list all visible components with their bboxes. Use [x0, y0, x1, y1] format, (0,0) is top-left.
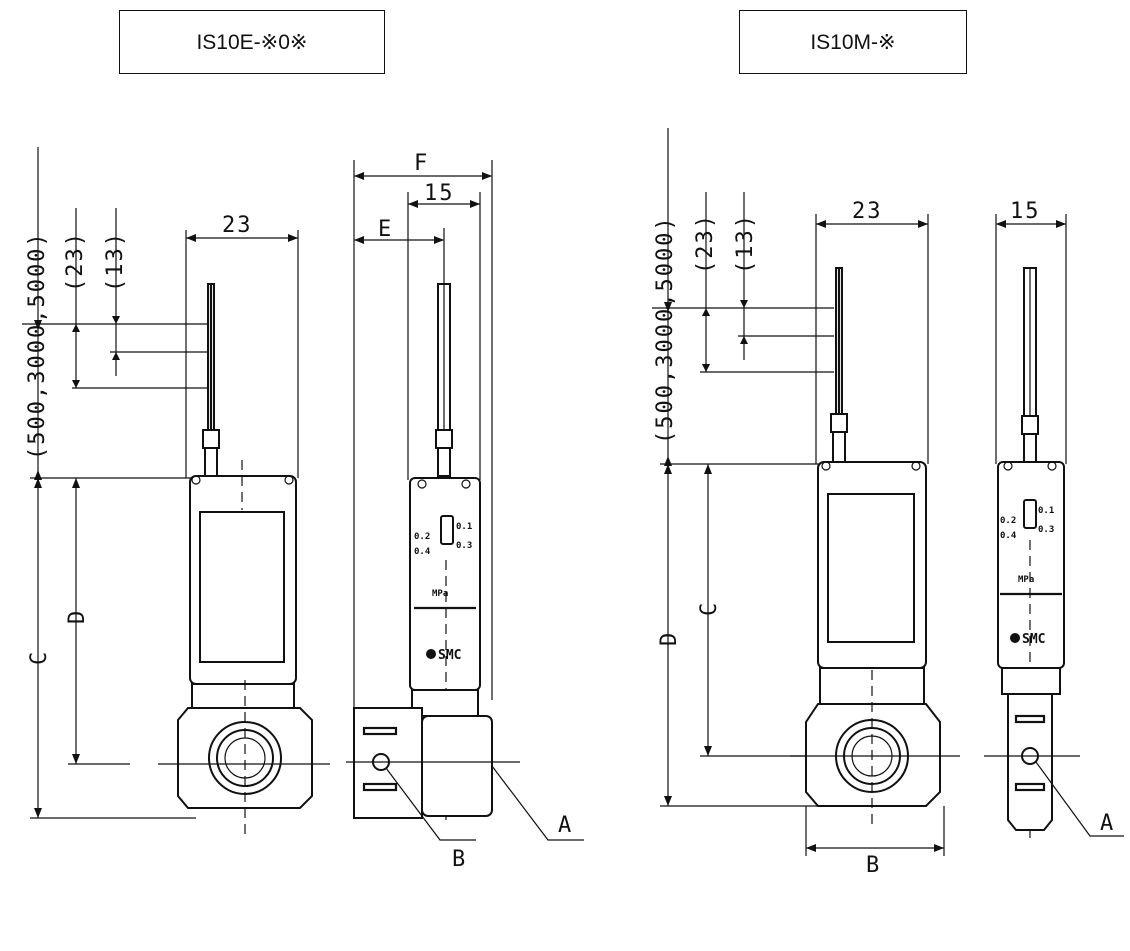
side-view-is10e: F 15 E 0.2 0.1 0.4 0.3 — [346, 151, 584, 872]
scale-mark-03-right: 0.3 — [1038, 525, 1054, 535]
callout-A-right: A — [1100, 811, 1113, 836]
front-view-is10m: 23 B — [790, 199, 960, 878]
dim-13-paren-right: (13) — [733, 213, 758, 274]
width-15-side-right: 15 — [1010, 199, 1041, 224]
technical-drawing: (500,3000,5000) (23) (13) C — [22, 128, 1124, 878]
label-C-right: C — [697, 603, 722, 616]
callout-B-left: B — [452, 847, 465, 872]
brand-smc-right: SMC — [1022, 632, 1045, 647]
scale-mark-02-right: 0.2 — [1000, 516, 1016, 526]
scale-mark-01-right: 0.1 — [1038, 506, 1054, 516]
scale-mark-02-left: 0.2 — [414, 532, 430, 542]
label-D-left: D — [65, 611, 90, 624]
drawing-canvas: IS10E-※0※ IS10M-※ (500,3000,5000) (23) (… — [22, 10, 1124, 878]
cable-length-dimension-right: (500,3000,5000) — [652, 128, 834, 466]
front-view-is10e: 23 — [158, 213, 330, 840]
width-23-front-left: 23 — [222, 213, 253, 238]
label-B-right: B — [866, 853, 879, 878]
width-23-front-right: 23 — [852, 199, 883, 224]
dim-23-paren-left: (23) — [63, 231, 88, 292]
dim-23-paren-right: (23) — [693, 213, 718, 274]
dimension-23-paren-left: (23) — [63, 208, 210, 389]
width-15-side-left: 15 — [424, 181, 455, 206]
side-view-is10m: 15 0.2 0.1 0.4 0.3 MPa SMC A — [984, 199, 1124, 840]
dimension-23-paren-right: (23) — [693, 192, 834, 373]
unit-mpa-left: MPa — [432, 589, 448, 599]
dimension-C-right: C — [697, 464, 830, 757]
scale-mark-03-left: 0.3 — [456, 541, 472, 551]
dim-13-paren-left: (13) — [103, 231, 128, 292]
label-E-left: E — [378, 217, 391, 242]
cable-length-text-right: (500,3000,5000) — [653, 215, 678, 444]
scale-mark-01-left: 0.1 — [456, 522, 472, 532]
model-label-is10e: IS10E-※0※ — [119, 10, 385, 74]
scale-mark-04-left: 0.4 — [414, 547, 431, 557]
model-label-is10m: IS10M-※ — [739, 10, 967, 74]
label-F-left: F — [414, 151, 427, 176]
label-C-left: C — [27, 652, 52, 665]
cable-length-dimension-left: (500,3000,5000) — [22, 147, 210, 480]
unit-mpa-right: MPa — [1018, 575, 1034, 585]
cable-length-text-left: (500,3000,5000) — [25, 231, 50, 460]
dimension-D-left: D — [30, 477, 200, 765]
dimension-D-right: D — [657, 463, 822, 807]
callout-A-left: A — [558, 813, 571, 838]
label-D-right: D — [657, 633, 682, 646]
brand-smc-left: SMC — [438, 648, 461, 663]
dimension-13-paren-left: (13) — [103, 208, 210, 376]
dimension-13-paren-right: (13) — [733, 192, 834, 360]
scale-mark-04-right: 0.4 — [1000, 531, 1017, 541]
dimension-C-left: C — [27, 478, 196, 819]
